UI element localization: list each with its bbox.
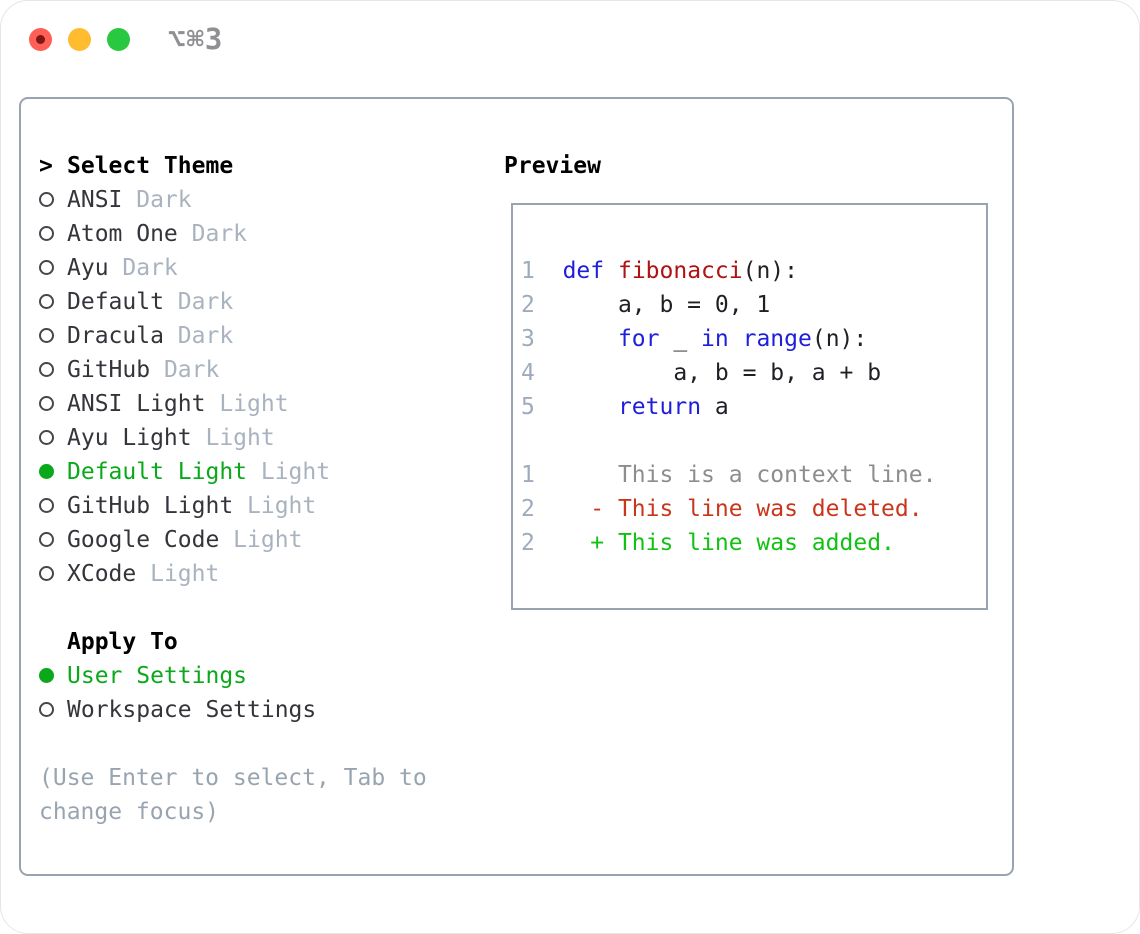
radio-icon	[39, 557, 67, 591]
theme-option[interactable]: Dracula Dark	[39, 319, 427, 353]
code-line: 2 + This line was added.	[521, 530, 895, 556]
theme-variant: Dark	[108, 255, 178, 281]
option-label: Ayu Light	[67, 425, 192, 451]
code-line: 1 def fibonacci(n):	[521, 258, 798, 284]
radio-selected-icon	[39, 659, 67, 693]
theme-variant: Light	[247, 459, 331, 485]
theme-option[interactable]: ANSI Dark	[39, 183, 427, 217]
code-line: 2 - This line was deleted.	[521, 496, 923, 522]
option-label: Default	[67, 289, 164, 315]
radio-icon	[39, 217, 67, 251]
radio-icon	[39, 523, 67, 557]
radio-icon	[39, 319, 67, 353]
theme-option[interactable]: Default Light Light	[39, 455, 427, 489]
hint-line-1: (Use Enter to select, Tab to	[39, 765, 427, 791]
spacer	[39, 727, 427, 761]
code-line: 5 return a	[521, 394, 729, 420]
select-theme-header: > Select Theme	[39, 149, 427, 183]
preview-title: Preview	[504, 153, 601, 179]
option-label: Default Light	[67, 459, 248, 485]
close-button[interactable]	[29, 28, 52, 51]
radio-icon	[39, 353, 67, 387]
theme-option[interactable]: XCode Light	[39, 557, 427, 591]
radio-selected-icon	[39, 455, 67, 489]
apply-to-header: Apply To	[39, 625, 427, 659]
close-dot-icon	[36, 35, 45, 44]
minimize-button[interactable]	[68, 28, 91, 51]
empty-icon-col	[39, 625, 67, 659]
theme-variant: Light	[233, 493, 317, 519]
theme-option[interactable]: ANSI Light Light	[39, 387, 427, 421]
zoom-button[interactable]	[107, 28, 130, 51]
option-label: Google Code	[67, 527, 220, 553]
theme-variant: Light	[205, 391, 289, 417]
theme-option[interactable]: GitHub Dark	[39, 353, 427, 387]
theme-variant: Dark	[163, 323, 234, 349]
theme-variant: Dark	[150, 357, 220, 383]
code-block: 1 def fibonacci(n): 2 a, b = 0, 1 3 for _ …	[521, 254, 936, 560]
theme-option[interactable]: GitHub Light Light	[39, 489, 427, 523]
hint-line-2: change focus)	[39, 799, 220, 825]
option-label: Workspace Settings	[67, 697, 317, 723]
theme-variant: Dark	[177, 221, 248, 247]
theme-option[interactable]: Ayu Dark	[39, 251, 427, 285]
spacer	[39, 591, 427, 625]
theme-variant: Light	[191, 425, 275, 451]
apply-to-option[interactable]: User Settings	[39, 659, 427, 693]
theme-variant: Dark	[163, 289, 234, 315]
code-line	[521, 424, 936, 458]
radio-icon	[39, 693, 67, 727]
option-label: XCode	[67, 561, 137, 587]
option-label: Ayu	[67, 255, 109, 281]
theme-variant: Light	[219, 527, 303, 553]
code-line: 1 This is a context line.	[521, 462, 937, 488]
radio-icon	[39, 387, 67, 421]
theme-option[interactable]: Google Code Light	[39, 523, 427, 557]
theme-variant: Dark	[122, 187, 192, 213]
theme-variant: Light	[136, 561, 220, 587]
option-label: GitHub Light	[67, 493, 234, 519]
preview-panel: 1 def fibonacci(n): 2 a, b = 0, 1 3 for _ …	[511, 203, 988, 610]
apply-to-option[interactable]: Workspace Settings	[39, 693, 427, 727]
option-label: Dracula	[67, 323, 164, 349]
theme-option[interactable]: Ayu Light Light	[39, 421, 427, 455]
radio-icon	[39, 251, 67, 285]
apply-to-title: Apply To	[67, 629, 178, 655]
option-label: ANSI Light	[67, 391, 206, 417]
radio-icon	[39, 183, 67, 217]
theme-option[interactable]: Default Dark	[39, 285, 427, 319]
option-label: User Settings	[67, 663, 248, 689]
window-shortcut: ⌥⌘3	[168, 22, 224, 56]
code-line: 3 for _ in range(n):	[521, 326, 868, 352]
option-label: Atom One	[67, 221, 178, 247]
theme-option[interactable]: Atom One Dark	[39, 217, 427, 251]
code-line: 4 a, b = b, a + b	[521, 360, 882, 386]
cursor-prompt-icon: >	[39, 153, 53, 179]
select-theme-title: Select Theme	[67, 153, 234, 179]
option-label: ANSI	[67, 187, 123, 213]
code-line: 2 a, b = 0, 1	[521, 292, 771, 318]
radio-icon	[39, 421, 67, 455]
option-label: GitHub	[67, 357, 151, 383]
radio-icon	[39, 489, 67, 523]
radio-icon	[39, 285, 67, 319]
